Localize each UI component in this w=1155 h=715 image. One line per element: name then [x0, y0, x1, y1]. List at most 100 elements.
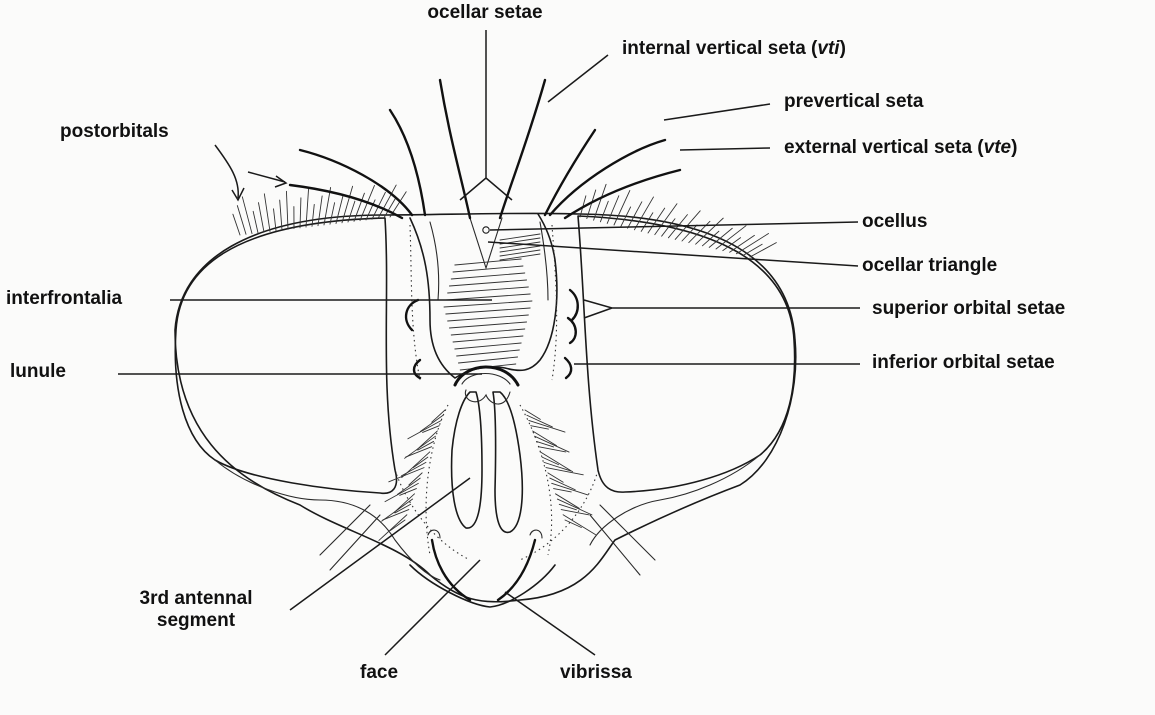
label-antennal-line1: 3rd antennal — [96, 588, 296, 610]
postorbital-hair — [702, 231, 718, 246]
leader-prevertical — [664, 104, 770, 120]
postorbital-hair — [600, 201, 608, 222]
superior-orbital-seta-left — [406, 300, 418, 330]
hatch-line — [457, 350, 520, 356]
label-internal-vertical-close: ) — [840, 38, 846, 59]
label-vibrissa: vibrissa — [560, 662, 632, 684]
cheek-bristle — [590, 515, 640, 575]
right-compound-eye — [578, 216, 795, 492]
leader-internal-vertical — [548, 55, 608, 102]
postorbital-hair — [280, 200, 282, 230]
superior-orbital-seta-right-a — [570, 290, 578, 320]
label-internal-vertical-text: internal vertical seta ( — [622, 38, 817, 59]
left-vibrissa — [432, 540, 470, 600]
postorbital-hair — [253, 211, 258, 232]
facial-hair — [390, 520, 405, 530]
label-postorbitals: postorbitals — [60, 121, 169, 143]
postorbital-hair — [743, 244, 762, 255]
frons-inner-left — [430, 222, 439, 300]
postorbital-hair — [274, 209, 276, 231]
hatch-line — [451, 329, 525, 335]
label-antennal-line2: segment — [96, 610, 296, 632]
frons-inner-right — [540, 222, 548, 300]
interfrontalia-hatching — [444, 234, 540, 370]
hatch-line — [453, 266, 523, 272]
postorbital-hair — [324, 187, 331, 224]
hatch-line — [455, 259, 521, 265]
leader-ocellar-triangle — [488, 242, 858, 266]
facial-hair — [563, 515, 595, 535]
postorbital-hair — [709, 228, 732, 247]
cheek-bristle — [600, 505, 655, 560]
label-interfrontalia: interfrontalia — [6, 288, 122, 310]
internal-vertical-seta-right — [545, 130, 595, 215]
postorbital-hair — [318, 196, 322, 226]
facial-hair — [555, 494, 579, 509]
leader-postorbitals-b — [248, 172, 285, 182]
leader-superior-orbital — [584, 300, 860, 318]
label-inferior-orbital-setae: inferior orbital setae — [872, 352, 1055, 374]
facial-hair — [408, 420, 441, 438]
facial-hair — [561, 510, 588, 515]
postorbital-hair — [628, 202, 642, 228]
cheek-bristle — [320, 505, 370, 555]
postorbital-hair — [750, 243, 776, 257]
superior-orbital-seta-right-b — [568, 318, 576, 343]
label-internal-vertical-abbr: vti — [817, 38, 839, 59]
left-compound-eye — [175, 218, 396, 493]
label-prevertical-seta: prevertical seta — [784, 91, 923, 113]
ocellus-dot — [483, 227, 489, 233]
hatch-line — [446, 308, 530, 314]
facial-hair — [409, 473, 422, 485]
facial-hair — [533, 431, 557, 446]
label-face: face — [360, 662, 398, 684]
hatch-line — [451, 273, 525, 279]
facial-hair — [401, 462, 426, 475]
label-superior-orbital-setae: superior orbital setae — [872, 298, 1065, 320]
postorbital-hair — [342, 186, 353, 222]
postorbital-hair — [336, 194, 343, 223]
label-external-vertical-seta: external vertical seta (vte) — [784, 137, 1017, 159]
label-lunule: lunule — [10, 361, 66, 383]
leader-ocellar-setae — [460, 30, 512, 200]
leader-antennal — [290, 478, 470, 610]
hatch-line — [448, 315, 529, 321]
postorbital-hair — [264, 194, 270, 232]
postorbital-hair — [258, 203, 264, 232]
facial-hair — [538, 447, 565, 452]
ocellar-seta-right — [500, 80, 545, 218]
label-ocellar-setae: ocellar setae — [390, 2, 580, 24]
label-ocellar-triangle: ocellar triangle — [862, 255, 997, 277]
facial-hair — [432, 410, 445, 422]
leader-vibrissa — [505, 592, 595, 655]
inferior-orbital-seta-right — [565, 358, 571, 378]
right-vibrissa-socket — [530, 530, 542, 538]
hatch-line — [458, 357, 517, 363]
prevertical-seta-left — [300, 150, 412, 215]
right-facial-ridge — [520, 405, 552, 555]
label-internal-vertical-seta: internal vertical seta (vti) — [622, 38, 846, 60]
hatch-line — [448, 287, 529, 293]
label-ocellus: ocellus — [862, 211, 927, 233]
hatch-line — [444, 301, 532, 307]
postorbital-hair — [300, 198, 301, 228]
label-external-vertical-close: ) — [1011, 137, 1017, 158]
hatch-line — [446, 294, 530, 300]
head-outline — [175, 213, 796, 601]
leader-face — [385, 560, 480, 655]
hatch-line — [455, 343, 521, 349]
hatch-line — [453, 336, 523, 342]
hatch-line — [449, 280, 526, 286]
right-gena-dots — [520, 470, 598, 560]
lunule-inner — [462, 374, 510, 385]
postorbital-hair — [634, 197, 653, 230]
postorbital-hair — [233, 214, 240, 235]
right-antenna — [493, 392, 522, 532]
leader-postorbitals — [215, 145, 238, 198]
postorbital-hair — [286, 191, 288, 229]
hatch-line — [449, 322, 526, 328]
label-external-vertical-text: external vertical seta ( — [784, 137, 984, 158]
left-antenna — [452, 392, 482, 528]
right-vibrissa — [498, 540, 535, 600]
